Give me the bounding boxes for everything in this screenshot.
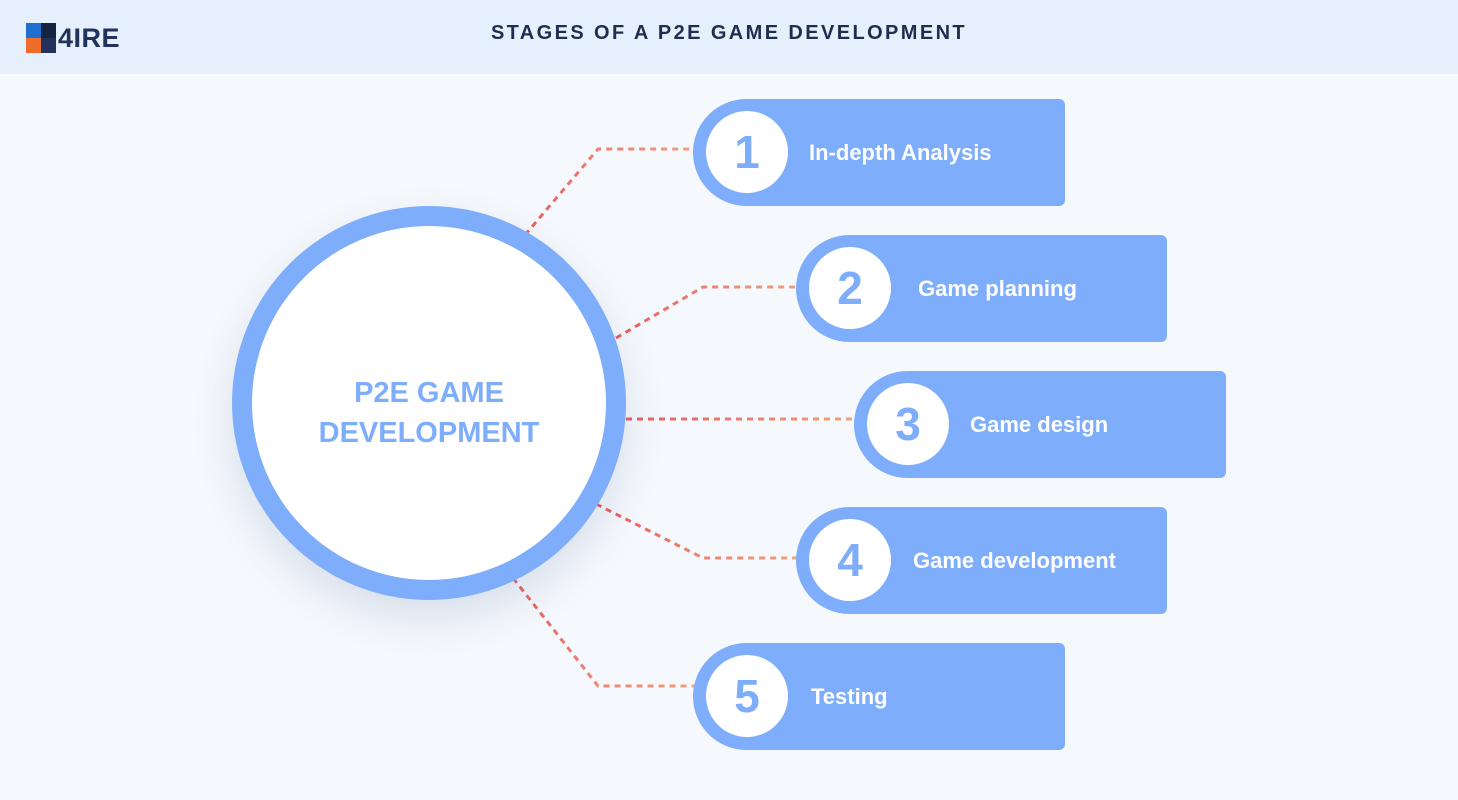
stage-number-2: 2: [809, 247, 891, 329]
stage-card-1: 1 In-depth Analysis: [693, 99, 1065, 206]
stage-number-1: 1: [706, 111, 788, 193]
4ire-logo-icon: [26, 23, 56, 53]
center-hub: P2E GAME DEVELOPMENT: [232, 206, 626, 600]
stage-card-4: 4 Game development: [796, 507, 1167, 614]
stage-label-3: Game design: [970, 412, 1109, 437]
connector-stage-2: [615, 285, 798, 340]
connector-stage-4: [595, 502, 798, 560]
connector-stage-5: [511, 577, 695, 688]
stage-card-3: 3 Game design: [854, 371, 1226, 478]
page-title: STAGES OF A P2E GAME DEVELOPMENT: [490, 22, 968, 44]
center-label: P2E GAME DEVELOPMENT: [318, 377, 540, 449]
stage-number-4: 4: [809, 519, 891, 601]
stage-number-5: 5: [706, 655, 788, 737]
logo-text: 4IRE: [58, 23, 121, 53]
stage-label-1: In-depth Analysis: [809, 140, 992, 165]
stage-card-2: 2 Game planning: [796, 235, 1167, 342]
stage-card-5: 5 Testing: [693, 643, 1065, 750]
stage-label-4: Game development: [913, 548, 1116, 573]
stage-label-5: Testing: [811, 684, 888, 709]
center-hub-inner: P2E GAME DEVELOPMENT: [252, 226, 606, 580]
header-bar: 4IRE STAGES OF A P2E GAME DEVELOPMENT: [0, 0, 1458, 74]
connector-stage-1: [523, 147, 695, 236]
brand-logo[interactable]: 4IRE: [26, 22, 120, 54]
stage-number-3: 3: [867, 383, 949, 465]
stage-label-2: Game planning: [918, 276, 1077, 301]
